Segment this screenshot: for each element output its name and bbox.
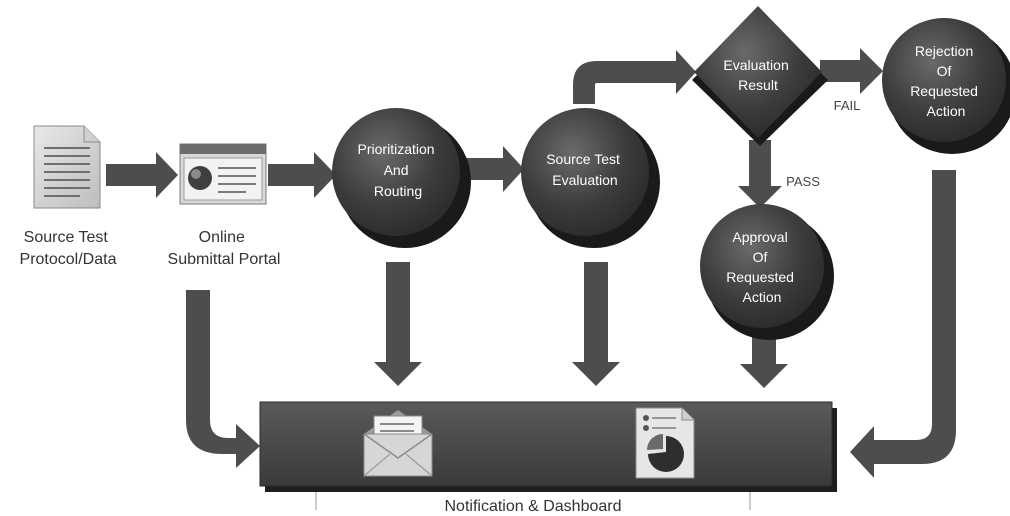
prioritization-label: Prioritization bbox=[358, 141, 435, 157]
dashboard-bar bbox=[259, 401, 837, 492]
portal-caption: Online Submittal Portal bbox=[168, 229, 281, 268]
fail-label: FAIL bbox=[834, 98, 861, 113]
web-portal-icon bbox=[179, 143, 267, 205]
rejection-label: Of bbox=[937, 63, 952, 79]
portal-caption-line: Online bbox=[199, 229, 245, 246]
svg-text:Approval Of Reques: Approval Of Requested Action bbox=[726, 229, 798, 305]
svg-text:Source Test Evaluation: Source Test Evaluation bbox=[546, 151, 624, 188]
arrow-prioritization-to-dashboard bbox=[374, 262, 422, 386]
evaluation-node: Source Test Evaluation bbox=[521, 108, 660, 248]
dashboard-label: Notification & Dashboard bbox=[445, 498, 622, 515]
arrow-fail-to-rejection bbox=[820, 48, 883, 94]
source-caption: Source Test Protocol/Data bbox=[20, 229, 117, 268]
arrow-evaluation-to-dashboard bbox=[572, 262, 620, 386]
arrow-prioritization-to-evaluation bbox=[461, 146, 524, 192]
arrow-portal-to-dashboard bbox=[186, 290, 260, 468]
approval-label: Approval bbox=[732, 229, 787, 245]
decision-node: Evaluation Result bbox=[692, 6, 828, 146]
arrow-source-to-portal bbox=[106, 152, 178, 198]
evaluation-label: Source Test bbox=[546, 151, 620, 167]
document-icon bbox=[33, 125, 101, 209]
rejection-node: Rejection Of Requested Action bbox=[882, 18, 1010, 154]
rejection-label: Rejection bbox=[915, 43, 973, 59]
rejection-label: Requested bbox=[910, 83, 978, 99]
svg-text:Rejection Of Reque: Rejection Of Requested Action bbox=[910, 43, 982, 119]
approval-label: Action bbox=[743, 289, 782, 305]
svg-text:Prioritization And: Prioritization And Routing bbox=[358, 141, 439, 199]
prioritization-label: And bbox=[384, 162, 409, 178]
prioritization-node: Prioritization And Routing bbox=[332, 108, 471, 248]
arrow-rejection-to-dashboard bbox=[850, 170, 956, 478]
arrow-pass-to-approval bbox=[738, 140, 782, 208]
source-caption-line: Source Test bbox=[24, 229, 109, 246]
arrow-portal-to-prioritization bbox=[268, 152, 336, 198]
prioritization-label: Routing bbox=[374, 183, 422, 199]
decision-label: Evaluation bbox=[723, 57, 788, 73]
decision-label: Result bbox=[738, 77, 778, 93]
envelope-icon bbox=[363, 410, 433, 477]
svg-text:Evaluation Result: Evaluation Result bbox=[723, 57, 792, 93]
approval-node: Approval Of Requested Action bbox=[700, 204, 834, 340]
approval-label: Of bbox=[753, 249, 768, 265]
rejection-label: Action bbox=[927, 103, 966, 119]
evaluation-label: Evaluation bbox=[552, 172, 617, 188]
dashboard-label-group: Notification & Dashboard bbox=[315, 492, 751, 515]
pass-label: PASS bbox=[786, 174, 820, 189]
arrow-evaluation-to-decision bbox=[573, 50, 696, 104]
portal-caption-line: Submittal Portal bbox=[168, 251, 281, 268]
report-chart-icon bbox=[635, 407, 695, 479]
approval-label: Requested bbox=[726, 269, 794, 285]
source-caption-line: Protocol/Data bbox=[20, 251, 117, 268]
